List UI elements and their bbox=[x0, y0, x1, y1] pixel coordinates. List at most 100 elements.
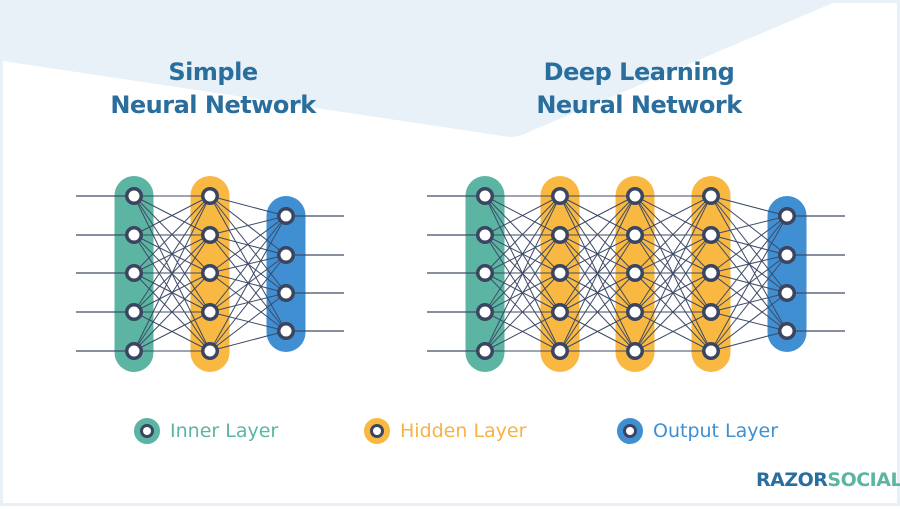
node-center bbox=[479, 267, 491, 279]
node-center bbox=[554, 267, 566, 279]
connection-edge bbox=[209, 254, 287, 352]
connection-edge bbox=[484, 195, 561, 274]
connection-edge bbox=[484, 195, 561, 352]
node-center bbox=[554, 190, 566, 202]
title-deep-network: Deep Learning Neural Network bbox=[489, 56, 789, 122]
connection-edge bbox=[559, 195, 636, 313]
connection-edge bbox=[559, 272, 636, 352]
connection-edge bbox=[710, 195, 788, 217]
connection-edge bbox=[634, 234, 712, 352]
hidden-layer-node-icon bbox=[364, 418, 390, 444]
node-center bbox=[705, 267, 717, 279]
connection-edge bbox=[209, 215, 287, 274]
connection-edge bbox=[484, 311, 561, 352]
connection-edge bbox=[133, 195, 211, 313]
connection-edge bbox=[133, 195, 211, 236]
node-center bbox=[781, 249, 793, 261]
connection-edge bbox=[133, 234, 211, 352]
connection-edge bbox=[710, 215, 788, 236]
legend-output-label: Output Layer bbox=[653, 420, 779, 442]
title-deep-line1: Deep Learning bbox=[543, 58, 735, 86]
connection-edge bbox=[634, 195, 712, 274]
logo-social: SOCIAL bbox=[827, 469, 900, 491]
background-banner-shape bbox=[3, 3, 833, 137]
node-center bbox=[629, 190, 641, 202]
node-center bbox=[128, 229, 140, 241]
simple-neural-network bbox=[76, 176, 344, 372]
legend-output-layer: Output Layer bbox=[617, 417, 778, 445]
node-center bbox=[204, 229, 216, 241]
connection-edge bbox=[710, 215, 788, 352]
node-center bbox=[629, 345, 641, 357]
node-center bbox=[705, 345, 717, 357]
node-center bbox=[204, 345, 216, 357]
node-center bbox=[554, 345, 566, 357]
connection-edge bbox=[209, 195, 287, 217]
connection-edge bbox=[133, 195, 211, 352]
legend-hidden-label: Hidden Layer bbox=[400, 420, 527, 442]
connection-edge bbox=[209, 292, 287, 352]
razorsocial-logo: RAZORSOCIAL bbox=[756, 469, 900, 491]
connection-edge bbox=[484, 195, 561, 313]
node-center bbox=[781, 325, 793, 337]
connection-edge bbox=[559, 234, 636, 352]
node-center bbox=[128, 345, 140, 357]
node-center bbox=[479, 190, 491, 202]
node-center bbox=[479, 306, 491, 318]
legend-inner-layer: Inner Layer bbox=[134, 417, 278, 445]
title-simple-line1: Simple bbox=[168, 58, 258, 86]
node-center bbox=[280, 325, 292, 337]
title-deep-line2: Neural Network bbox=[536, 91, 742, 119]
inner-layer-node-icon bbox=[134, 418, 160, 444]
connection-edge bbox=[559, 195, 636, 274]
node-center bbox=[479, 345, 491, 357]
title-simple-line2: Neural Network bbox=[110, 91, 316, 119]
connection-edge bbox=[559, 195, 636, 236]
connection-edge bbox=[133, 311, 211, 352]
connection-edge bbox=[634, 195, 712, 313]
connection-edge bbox=[710, 215, 788, 274]
node-center bbox=[204, 190, 216, 202]
node-center bbox=[629, 229, 641, 241]
connection-edge bbox=[634, 195, 712, 352]
node-center bbox=[479, 229, 491, 241]
node-center bbox=[280, 249, 292, 261]
connection-edge bbox=[133, 195, 211, 274]
connection-edge bbox=[209, 215, 287, 352]
node-center bbox=[204, 267, 216, 279]
connection-edge bbox=[484, 195, 561, 236]
connection-edge bbox=[634, 311, 712, 352]
deep-learning-neural-network bbox=[427, 176, 845, 372]
background-shape bbox=[3, 3, 833, 137]
legend-hidden-layer: Hidden Layer bbox=[364, 417, 526, 445]
connection-edge bbox=[209, 330, 287, 352]
node-center bbox=[781, 210, 793, 222]
node-center bbox=[554, 306, 566, 318]
connection-edge bbox=[484, 272, 561, 352]
node-center bbox=[554, 229, 566, 241]
connection-edge bbox=[559, 311, 636, 352]
connection-edge bbox=[209, 215, 287, 313]
node-center bbox=[629, 267, 641, 279]
connection-edge bbox=[634, 195, 712, 236]
node-center bbox=[705, 229, 717, 241]
connection-edge bbox=[710, 292, 788, 352]
connection-edge bbox=[133, 272, 211, 352]
node-center bbox=[705, 306, 717, 318]
node-center bbox=[128, 306, 140, 318]
node-center bbox=[128, 190, 140, 202]
connection-edge bbox=[559, 195, 636, 352]
node-center bbox=[204, 306, 216, 318]
node-center bbox=[629, 306, 641, 318]
connection-edge bbox=[634, 272, 712, 352]
node-center bbox=[280, 287, 292, 299]
node-center bbox=[781, 287, 793, 299]
connection-edge bbox=[710, 254, 788, 352]
title-simple-network: Simple Neural Network bbox=[63, 56, 363, 122]
node-center bbox=[128, 267, 140, 279]
node-center bbox=[280, 210, 292, 222]
logo-razor: RAZOR bbox=[756, 469, 828, 491]
legend-inner-label: Inner Layer bbox=[170, 420, 279, 442]
connection-edge bbox=[484, 234, 561, 352]
